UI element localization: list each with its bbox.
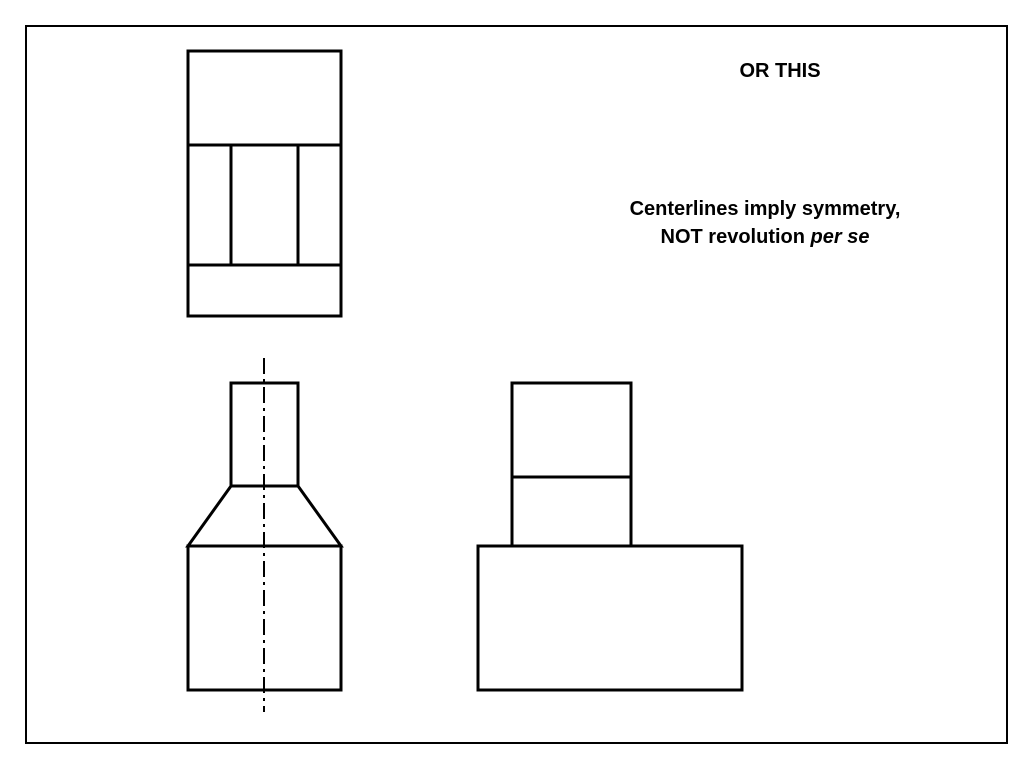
note-line-2: NOT revolution per se <box>560 223 970 251</box>
side-view <box>476 381 744 692</box>
centerline-note: Centerlines imply symmetry, NOT revoluti… <box>560 195 970 251</box>
note-line-2-italic: per se <box>810 226 870 248</box>
top-view <box>186 49 343 318</box>
side-view-top-block <box>510 381 633 479</box>
note-line-1: Centerlines imply symmetry, <box>629 198 901 220</box>
side-view-base <box>476 544 744 692</box>
frame-border <box>25 25 1008 744</box>
side-view-middle-block <box>510 475 633 548</box>
top-view-outline <box>186 49 343 318</box>
heading-or-this: OR THIS <box>739 60 821 82</box>
note-line-2-text: NOT revolution <box>660 226 811 248</box>
